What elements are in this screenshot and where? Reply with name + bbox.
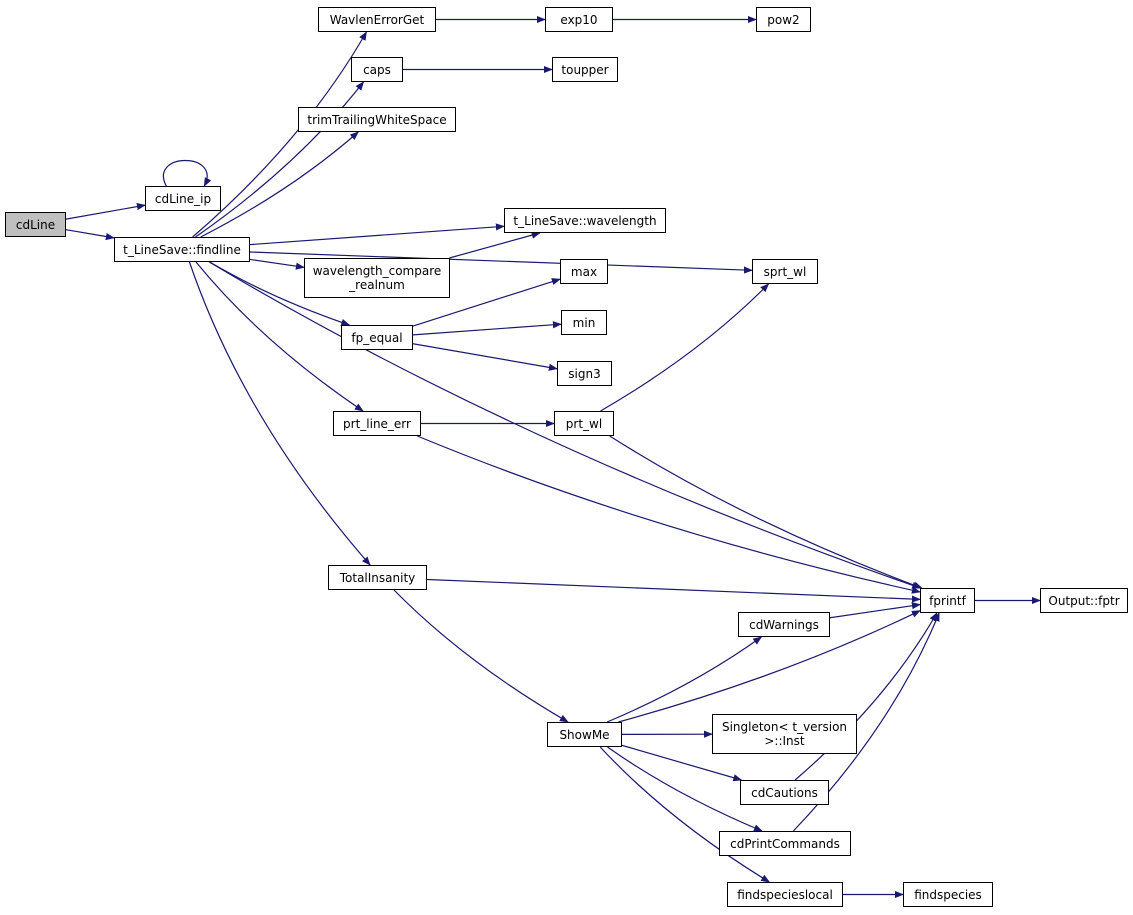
node-label: cdPrintCommands: [730, 836, 840, 851]
node-singleton-t-version-inst[interactable]: Singleton< t_version >::Inst: [712, 714, 857, 754]
node-label: WavlenErrorGet: [329, 12, 425, 27]
node-cdline: cdLine: [5, 212, 66, 237]
node-prt-line-err[interactable]: prt_line_err: [333, 411, 421, 436]
node-label: cdLine_ip: [154, 191, 212, 206]
node-totalinsanity[interactable]: TotalInsanity: [328, 565, 427, 590]
node-sign3[interactable]: sign3: [557, 361, 612, 386]
node-exp10[interactable]: exp10: [545, 7, 613, 32]
edge-findline-to-sprt-wl: [249, 251, 753, 274]
node-findspecieslocal[interactable]: findspecieslocal: [727, 882, 843, 907]
node-label: min: [572, 315, 596, 330]
node-label: caps: [363, 62, 391, 77]
edge-cdline-ip-to-cdline-ip: [163, 160, 212, 187]
edge-fp-equal-to-sign3: [412, 343, 558, 371]
edge-findline-to-trimtrailingwhitespace: [200, 131, 359, 238]
node-label: toupper: [561, 62, 609, 77]
edge-totalinsanity-to-showme: [393, 589, 569, 723]
node-label: pow2: [767, 12, 800, 27]
node-label: cdWarnings: [749, 617, 819, 632]
node-label: sign3: [568, 366, 601, 381]
edge-cdline-to-findline: [65, 229, 115, 241]
edge-findline-to-totalinsanity: [188, 261, 371, 566]
node-toupper[interactable]: toupper: [552, 57, 618, 82]
edge-totalinsanity-to-fprintf: [426, 578, 921, 603]
node-cdwarnings[interactable]: cdWarnings: [738, 612, 830, 637]
node-label: Output::fptr: [1048, 593, 1120, 608]
node-label: trimTrailingWhiteSpace: [307, 112, 447, 127]
node-showme[interactable]: ShowMe: [547, 722, 622, 747]
edge-findline-to-wavlenerrorget: [192, 31, 367, 238]
node-output-fptr[interactable]: Output::fptr: [1040, 588, 1128, 613]
node-max[interactable]: max: [560, 259, 608, 284]
node-label: cdLine: [15, 217, 56, 232]
node-label: fprintf: [929, 593, 966, 608]
edge-cdline-to-cdline-ip: [65, 203, 146, 220]
node-t-linesave-findline[interactable]: t_LineSave::findline: [114, 237, 250, 262]
node-label: findspecieslocal: [737, 887, 833, 902]
node-label: t_LineSave::findline: [123, 242, 241, 257]
edge-showme-to-cdprintcommands: [607, 746, 763, 832]
node-label: prt_line_err: [343, 416, 411, 431]
edge-wavelength-compare-to-wavelength: [449, 231, 541, 259]
node-cdprintcommands[interactable]: cdPrintCommands: [719, 831, 851, 856]
edge-prt-line-err-to-fprintf: [417, 435, 921, 594]
node-wavelength-compare-realnum[interactable]: wavelength_compare _realnum: [304, 258, 450, 298]
edge-cdwarnings-to-fprintf: [829, 602, 921, 619]
node-min[interactable]: min: [561, 310, 607, 335]
node-label: ShowMe: [559, 727, 610, 742]
node-fp-equal[interactable]: fp_equal: [341, 325, 413, 350]
node-cdcautions[interactable]: cdCautions: [740, 780, 829, 805]
node-t-linesave-wavelength[interactable]: t_LineSave::wavelength: [504, 208, 666, 233]
edge-findline-to-wavelength: [249, 223, 505, 246]
edge-fp-equal-to-min: [412, 321, 562, 336]
node-wavlenerrorget[interactable]: WavlenErrorGet: [318, 7, 436, 32]
node-label: t_LineSave::wavelength: [513, 213, 657, 228]
node-sprt-wl[interactable]: sprt_wl: [752, 259, 818, 284]
edge-showme-to-fprintf: [618, 610, 921, 723]
edge-fp-equal-to-max: [412, 278, 561, 327]
node-label: prt_wl: [565, 416, 603, 431]
node-label: wavelength_compare _realnum: [312, 264, 442, 292]
edge-cdcautions-to-fprintf: [794, 612, 938, 781]
node-pow2[interactable]: pow2: [756, 7, 811, 32]
node-label: fp_equal: [351, 330, 403, 345]
node-label: cdCautions: [751, 785, 818, 800]
node-findspecies[interactable]: findspecies: [903, 882, 993, 907]
edge-showme-to-cdcautions: [621, 744, 743, 782]
edge-prt-wl-to-fprintf: [609, 435, 923, 589]
node-cdline-ip[interactable]: cdLine_ip: [145, 186, 221, 211]
edge-findline-to-prt-line-err: [195, 261, 364, 412]
edge-findline-to-wavelength-compare: [249, 258, 305, 270]
node-label: sprt_wl: [763, 264, 807, 279]
node-label: exp10: [560, 12, 598, 27]
edge-prt-wl-to-sprt-wl: [600, 283, 770, 412]
node-fprintf[interactable]: fprintf: [920, 588, 975, 613]
node-label: TotalInsanity: [339, 570, 416, 585]
edge-showme-to-findspecieslocal: [599, 746, 771, 883]
node-label: max: [570, 264, 598, 279]
edge-findline-to-caps: [195, 81, 365, 238]
node-trimtrailingwhitespace[interactable]: trimTrailingWhiteSpace: [298, 107, 456, 132]
node-label: Singleton< t_version >::Inst: [721, 720, 848, 748]
edge-showme-to-cdwarnings: [606, 636, 763, 723]
node-prt-wl[interactable]: prt_wl: [554, 411, 614, 436]
node-label: findspecies: [914, 887, 982, 902]
edge-findline-to-fprintf: [208, 261, 922, 589]
node-caps[interactable]: caps: [351, 57, 403, 82]
